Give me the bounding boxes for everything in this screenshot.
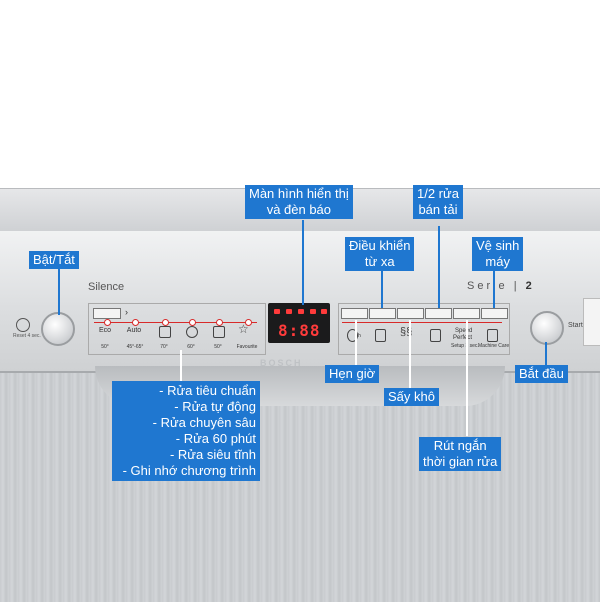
callout-dry: Sấy khô — [384, 388, 439, 406]
program-sub-favourite: Favourite — [236, 344, 258, 350]
program-led-eco — [104, 319, 111, 326]
machine-care-icon — [487, 329, 498, 342]
display-digits: 8:88 — [278, 321, 321, 340]
setup-label: Setup 3 sec. — [451, 343, 479, 349]
dishwasher-door — [0, 371, 600, 602]
program-led-quick — [189, 319, 196, 326]
favourite-star-icon: ☆ — [238, 322, 249, 336]
program-led-silence — [216, 319, 223, 326]
program-led-intensive — [162, 319, 169, 326]
leader-shorten — [466, 320, 468, 436]
program-list-item: - Rửa tiêu chuẩn — [159, 383, 256, 398]
callout-clean: Vệ sinh máy — [472, 237, 524, 271]
program-led-auto — [132, 319, 139, 326]
callout-shorten: Rút ngắn thời gian rửa — [419, 437, 502, 471]
program-list-item: - Ghi nhớ chương trình — [122, 463, 256, 478]
start-label: Start — [568, 322, 583, 329]
callout-power: Bật/Tắt — [29, 251, 79, 269]
brand-serie: Serie | 2 — [467, 280, 532, 292]
leader-dry — [409, 320, 411, 388]
bosch-logo: BOSCH — [260, 358, 303, 368]
option-button-machine-care[interactable] — [481, 308, 508, 319]
intensive-icon — [159, 326, 171, 338]
leader-power — [58, 267, 60, 315]
power-button[interactable] — [41, 312, 75, 346]
callout-remote: Điều khiển từ xa — [345, 237, 415, 271]
program-sub-eco: 50° — [101, 344, 109, 350]
program-list-item: - Rửa siêu tĩnh — [169, 447, 256, 462]
callout-remote-line1: Điều khiển — [349, 238, 411, 253]
reset-label: Reset 4 sec. — [13, 333, 41, 339]
power-icon — [16, 318, 30, 332]
leader-remote — [381, 270, 383, 308]
brand-silence: Silence — [88, 281, 125, 293]
callout-start: Bắt đầu — [515, 365, 568, 383]
timer-clock-icon — [347, 329, 358, 342]
callout-display-line1: Màn hình hiển thị — [249, 186, 349, 201]
leader-half-load — [438, 226, 440, 308]
callout-clean-line2: máy — [485, 254, 510, 269]
program-indicator-line — [94, 322, 257, 323]
leader-programs — [180, 350, 182, 381]
callout-half-load: 1/2 rửa bán tải — [413, 185, 463, 219]
program-sub-intensive: 70° — [160, 344, 168, 350]
program-list-item: - Rửa 60 phút — [175, 431, 256, 446]
callout-program-list: - Rửa tiêu chuẩn - Rửa tự động - Rửa chu… — [112, 381, 260, 481]
callout-timer: Hẹn giờ — [325, 365, 380, 383]
options-panel — [338, 303, 510, 355]
option-indicator-line — [342, 322, 502, 323]
program-led-favourite — [245, 319, 252, 326]
speed-label: Speed — [455, 328, 473, 334]
chevron-right-icon: › — [125, 307, 128, 317]
program-button-left[interactable] — [93, 308, 121, 319]
indicator-tap-icon — [310, 309, 316, 314]
callout-clean-line1: Vệ sinh — [476, 238, 520, 253]
program-label-auto: Auto — [126, 327, 142, 334]
callout-shorten-line2: thời gian rửa — [423, 454, 498, 469]
option-button-speed[interactable] — [453, 308, 480, 319]
callout-display-line2: và đèn báo — [266, 202, 332, 217]
callout-half-load-line2: bán tải — [418, 202, 458, 217]
indicator-rinse-icon — [274, 309, 280, 314]
option-button-half-load[interactable] — [425, 308, 452, 319]
indicator-remote-icon — [321, 309, 327, 314]
program-list-item: - Rửa tự động — [174, 399, 256, 414]
callout-display: Màn hình hiển thị và đèn báo — [245, 185, 353, 219]
quick-60-icon — [186, 326, 198, 338]
perfect-label: Perfect — [453, 335, 473, 341]
program-label-eco: Eco — [98, 327, 112, 334]
program-list-item: - Rửa chuyên sâu — [152, 415, 256, 430]
callout-half-load-line1: 1/2 rửa — [417, 186, 459, 201]
callout-shorten-line1: Rút ngắn — [433, 438, 487, 453]
leader-start — [545, 342, 547, 366]
half-load-icon — [430, 329, 441, 342]
program-selector: › Eco Auto ☆ 50° 45°-65° 70° 60° 50° Fav… — [88, 303, 266, 355]
machine-care-label: Machine Care — [478, 343, 510, 349]
program-sub-quick: 60° — [187, 344, 195, 350]
leader-display — [302, 220, 304, 305]
indicator-wifi-icon — [298, 309, 304, 314]
leader-timer — [355, 320, 357, 366]
start-button[interactable] — [530, 311, 564, 345]
side-sticker — [583, 298, 600, 346]
callout-remote-line2: từ xa — [364, 254, 395, 269]
option-button-dry[interactable] — [397, 308, 424, 319]
option-button-remote[interactable] — [369, 308, 396, 319]
leader-clean — [493, 270, 495, 308]
program-sub-silence: 50° — [214, 344, 222, 350]
silence-icon — [213, 326, 225, 338]
program-sub-auto: 45°-65° — [126, 344, 144, 350]
serie-text: Serie — [467, 280, 508, 292]
remote-start-icon — [375, 329, 386, 342]
indicator-salt-icon — [286, 309, 292, 314]
serie-number: 2 — [525, 280, 532, 292]
option-button-timer[interactable] — [341, 308, 368, 319]
timer-suffix: h — [358, 333, 361, 339]
